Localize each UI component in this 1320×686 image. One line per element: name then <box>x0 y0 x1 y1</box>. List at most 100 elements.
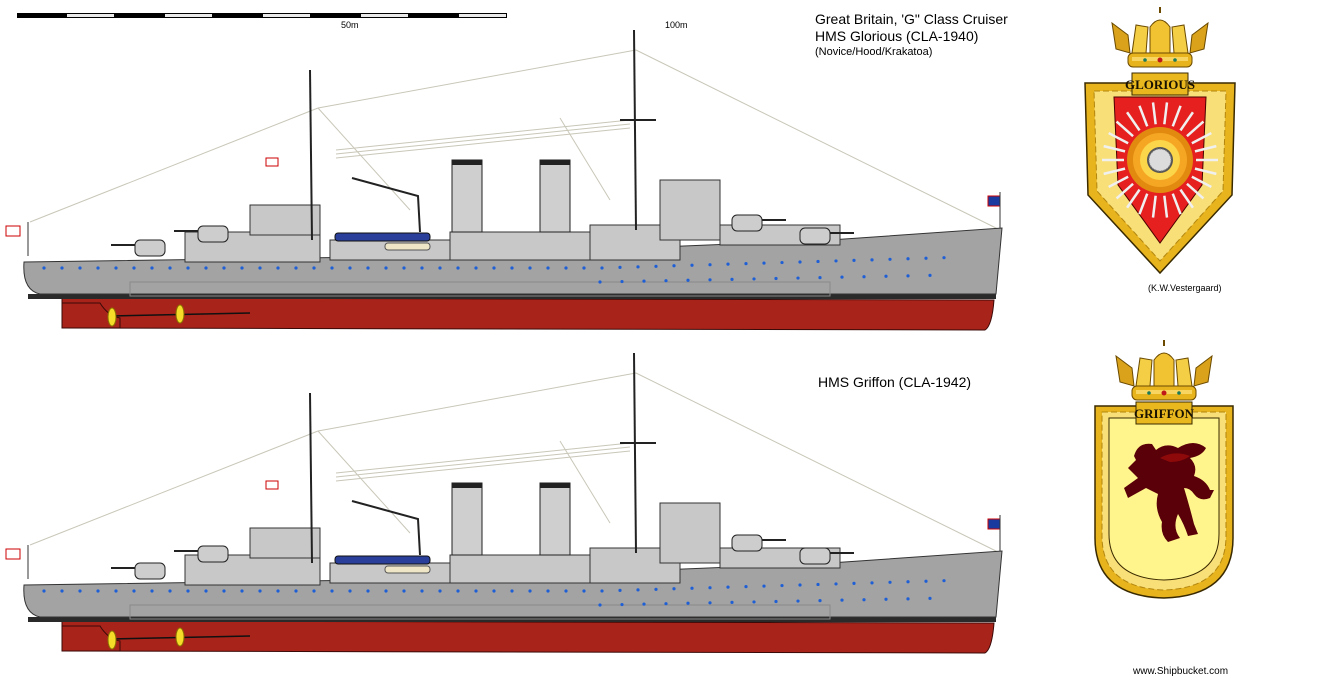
porthole <box>528 266 532 270</box>
porthole <box>564 266 568 270</box>
porthole <box>276 589 280 593</box>
gun-turret <box>731 534 763 552</box>
sun-ray <box>1194 144 1217 153</box>
porthole <box>240 266 244 270</box>
sun-ray <box>1103 144 1126 153</box>
scale-label-100m: 100m <box>665 20 688 30</box>
sun-ray <box>1126 111 1141 132</box>
sun-ray <box>1163 102 1169 125</box>
sun-ray <box>1126 188 1141 209</box>
porthole <box>420 589 424 593</box>
ship-1 <box>5 29 1003 331</box>
porthole <box>840 598 844 602</box>
ship-1-subtitle: (Novice/Hood/Krakatoa) <box>815 46 933 58</box>
porthole <box>942 579 946 583</box>
sun-ray <box>1171 193 1182 215</box>
scale-segment <box>409 13 458 18</box>
porthole <box>942 256 946 260</box>
porthole <box>780 260 784 265</box>
scale-segment <box>115 13 164 18</box>
porthole <box>204 266 208 270</box>
sun-ray <box>1103 167 1126 176</box>
porthole <box>664 602 668 606</box>
porthole <box>258 266 262 270</box>
porthole <box>456 266 460 270</box>
porthole <box>840 275 844 279</box>
porthole <box>384 589 388 593</box>
badge-name-glorious: GLORIOUS <box>1125 77 1195 92</box>
superstructure <box>589 224 681 261</box>
hull-belt <box>129 604 831 620</box>
porthole <box>420 266 424 270</box>
porthole <box>636 588 640 592</box>
sun-ray <box>1191 175 1212 189</box>
porthole <box>796 599 800 603</box>
porthole <box>752 277 756 281</box>
porthole <box>834 582 838 586</box>
gun-turret <box>197 545 229 563</box>
porthole <box>600 589 604 593</box>
rigging-line <box>559 117 611 201</box>
porthole <box>654 264 658 268</box>
propeller-icon <box>175 627 185 647</box>
rigging-line <box>29 107 319 223</box>
porthole <box>708 601 712 605</box>
sun-ray <box>1138 105 1149 127</box>
porthole <box>114 266 118 270</box>
porthole <box>348 266 352 270</box>
rigging-line <box>335 446 631 478</box>
porthole <box>438 589 442 593</box>
ships-boat <box>334 232 431 242</box>
propeller-icon <box>175 304 185 324</box>
porthole <box>492 589 496 593</box>
porthole <box>928 596 932 601</box>
scale-bar <box>17 13 507 18</box>
porthole <box>906 257 910 261</box>
porthole <box>222 589 226 593</box>
hull-antifouling <box>61 620 995 654</box>
gun-turret <box>134 562 166 580</box>
foremast <box>309 392 313 564</box>
scale-segment <box>17 13 66 18</box>
porthole <box>816 582 820 587</box>
mast-ensign-icon <box>265 157 279 167</box>
porthole <box>96 266 100 270</box>
porthole <box>752 600 756 604</box>
rigging-line <box>559 440 611 524</box>
funnel-cap <box>540 483 570 488</box>
porthole <box>312 589 316 593</box>
rigging-line <box>29 430 319 546</box>
porthole <box>924 256 928 260</box>
gun-turret <box>799 227 831 245</box>
porthole <box>402 589 406 593</box>
gun-turret <box>197 225 229 243</box>
porthole <box>186 266 190 270</box>
porthole <box>620 279 624 284</box>
porthole <box>366 589 370 593</box>
porthole <box>888 257 892 261</box>
gun-turret <box>799 547 831 565</box>
porthole <box>888 580 892 584</box>
ship-1-title-line-2: HMS Glorious (CLA-1940) <box>815 28 979 44</box>
porthole <box>114 589 118 593</box>
funnel-cap <box>452 483 482 488</box>
ship-1-drawing <box>5 29 1003 331</box>
ensign-flag-icon <box>5 225 21 237</box>
ship-2-drawing <box>5 352 1003 654</box>
sun-ray <box>1171 105 1182 127</box>
porthole <box>618 265 622 269</box>
name-scroll <box>1131 72 1189 96</box>
porthole <box>870 258 874 262</box>
porthole <box>744 585 748 589</box>
rigging-line <box>335 127 631 159</box>
porthole <box>384 266 388 270</box>
gun-turret <box>134 239 166 257</box>
rigging-line <box>317 107 411 211</box>
mainmast <box>633 29 637 231</box>
sun-ray <box>1163 195 1169 218</box>
porthole <box>78 266 82 270</box>
propeller-icon <box>107 307 117 327</box>
site-credit: www.Shipbucket.com <box>1133 666 1229 677</box>
porthole <box>816 259 820 264</box>
porthole <box>168 266 172 270</box>
